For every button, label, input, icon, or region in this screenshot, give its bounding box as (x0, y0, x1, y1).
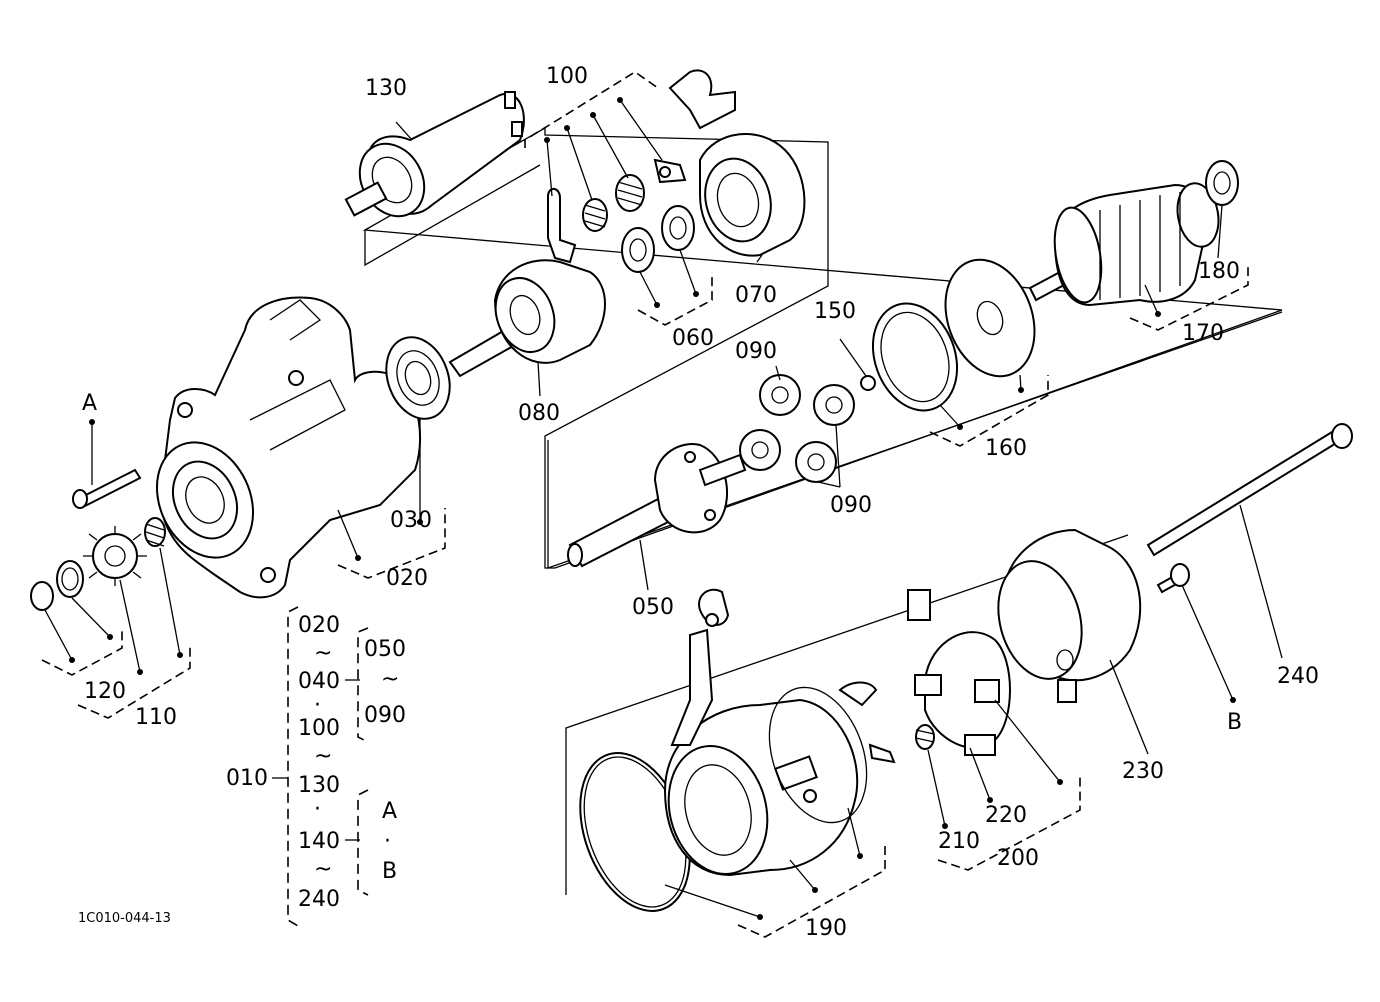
callout-210: 210 (938, 829, 980, 854)
drive-housing-020 (155, 296, 421, 599)
list-item-130: 130 (298, 773, 340, 798)
list-item-240: 240 (298, 887, 340, 912)
list-sep-3: ~ (314, 744, 332, 769)
cover-070 (699, 133, 806, 257)
through-bolt-240 (1146, 423, 1353, 557)
list-item-020: 020 (298, 613, 340, 638)
group-boundary-130 (364, 164, 541, 267)
sub-range-start: 050 (364, 637, 406, 662)
callout-060: 060 (672, 326, 714, 351)
callout-090-bottom: 090 (830, 493, 872, 518)
sub-range-sep: ~ (381, 667, 399, 692)
through-bolt-A (72, 468, 142, 509)
lever-parts-100 (582, 69, 736, 232)
callout-220: 220 (985, 803, 1027, 828)
callout-020: 020 (386, 566, 428, 591)
bearing-030 (385, 336, 451, 420)
leader-lines (44, 99, 1283, 918)
yoke-190 (579, 588, 896, 912)
group-brackets (41, 71, 1249, 938)
list-sep-4: · (314, 797, 321, 822)
callout-190: 190 (805, 916, 847, 941)
list-item-100: 100 (298, 716, 340, 741)
bearing-180 (1205, 160, 1239, 206)
pinion-parts-110 (30, 517, 166, 611)
callout-180: 180 (1198, 259, 1240, 284)
bolt-B: B (382, 859, 397, 884)
list-item-040: 040 (298, 669, 340, 694)
callout-labels: 130 100 A 020 030 080 070 060 150 090 09… (82, 64, 1319, 941)
callout-240: 240 (1277, 664, 1319, 689)
bolt-A: A (382, 799, 397, 824)
callout-A: A (82, 391, 97, 416)
group-boundary-190 (565, 534, 1129, 895)
list-sep-1: ~ (314, 641, 332, 666)
callout-130: 130 (365, 76, 407, 101)
reference-dots (69, 97, 1236, 920)
planet-gears-090 (739, 374, 855, 483)
callout-200: 200 (997, 846, 1039, 871)
list-sep-5: ~ (314, 857, 332, 882)
assembly-list: 010 020 ~ 040 · 100 ~ 130 · 140 ~ 240 05… (226, 606, 406, 927)
planet-shaft-050 (567, 443, 747, 568)
callout-110: 110 (135, 705, 177, 730)
group-boundary-050 (547, 311, 1283, 569)
callout-080: 080 (518, 401, 560, 426)
callout-100: 100 (546, 64, 588, 89)
steel-ball-150 (860, 375, 876, 391)
callout-120: 120 (84, 679, 126, 704)
screw-B (1156, 563, 1190, 594)
callout-030: 030 (390, 508, 432, 533)
bolts-sep: · (384, 829, 391, 854)
callout-070: 070 (735, 283, 777, 308)
brush-holder-220 (907, 589, 1011, 756)
diagram-code: 1C010-044-13 (78, 911, 171, 926)
washers-060 (621, 205, 695, 273)
brush-spring-210 (915, 724, 935, 750)
callout-170: 170 (1182, 321, 1224, 346)
armature-170 (1028, 182, 1220, 307)
callout-090-top: 090 (735, 339, 777, 364)
list-item-140: 140 (298, 829, 340, 854)
callout-B: B (1227, 710, 1242, 735)
callout-230: 230 (1122, 759, 1164, 784)
assembly-010: 010 (226, 766, 268, 791)
end-frame-230 (997, 528, 1142, 703)
list-sep-2: · (314, 693, 321, 718)
clutch-shaft-080 (448, 187, 606, 378)
sub-range-end: 090 (364, 703, 406, 728)
callout-150: 150 (814, 299, 856, 324)
ring-gear-160 (871, 258, 1036, 412)
callout-050: 050 (632, 595, 674, 620)
callout-160: 160 (985, 436, 1027, 461)
solenoid-130 (344, 91, 525, 218)
